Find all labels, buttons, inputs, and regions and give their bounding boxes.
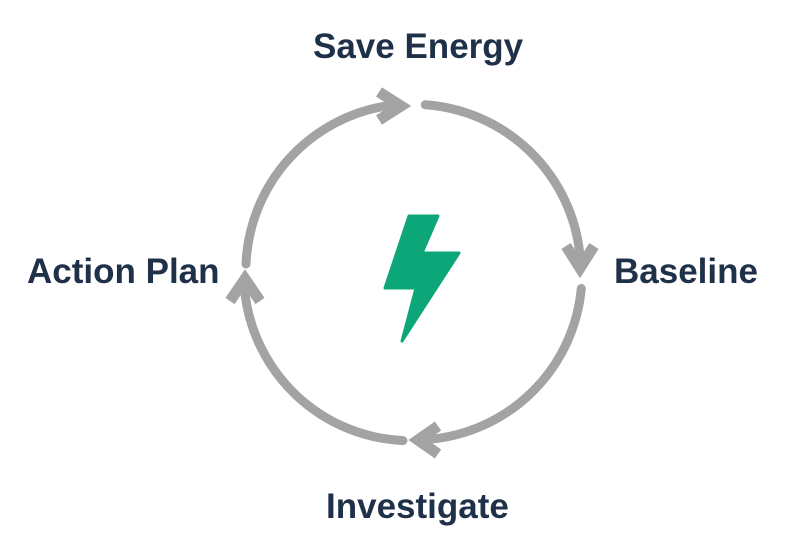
chevron-arrowhead-icon xyxy=(408,421,442,459)
chevron-arrowhead-icon xyxy=(225,269,265,305)
stage-label-investigate: Investigate xyxy=(326,487,509,526)
stage-label-save-energy: Save Energy xyxy=(313,27,524,66)
lightning-bolt-icon xyxy=(383,214,461,343)
arc-action-plan-to-save-energy xyxy=(241,101,394,269)
arc-baseline-to-investigate xyxy=(423,284,586,444)
stage-label-baseline: Baseline xyxy=(614,252,758,291)
arrowheads xyxy=(225,87,599,459)
chevron-arrowhead-icon xyxy=(561,243,599,279)
stage-label-action-plan: Action Plan xyxy=(27,252,220,291)
arc-investigate-to-action-plan xyxy=(240,286,408,446)
arc-save-energy-to-baseline xyxy=(420,100,585,260)
cycle-arcs xyxy=(240,100,586,446)
chevron-arrowhead-icon xyxy=(376,87,412,125)
